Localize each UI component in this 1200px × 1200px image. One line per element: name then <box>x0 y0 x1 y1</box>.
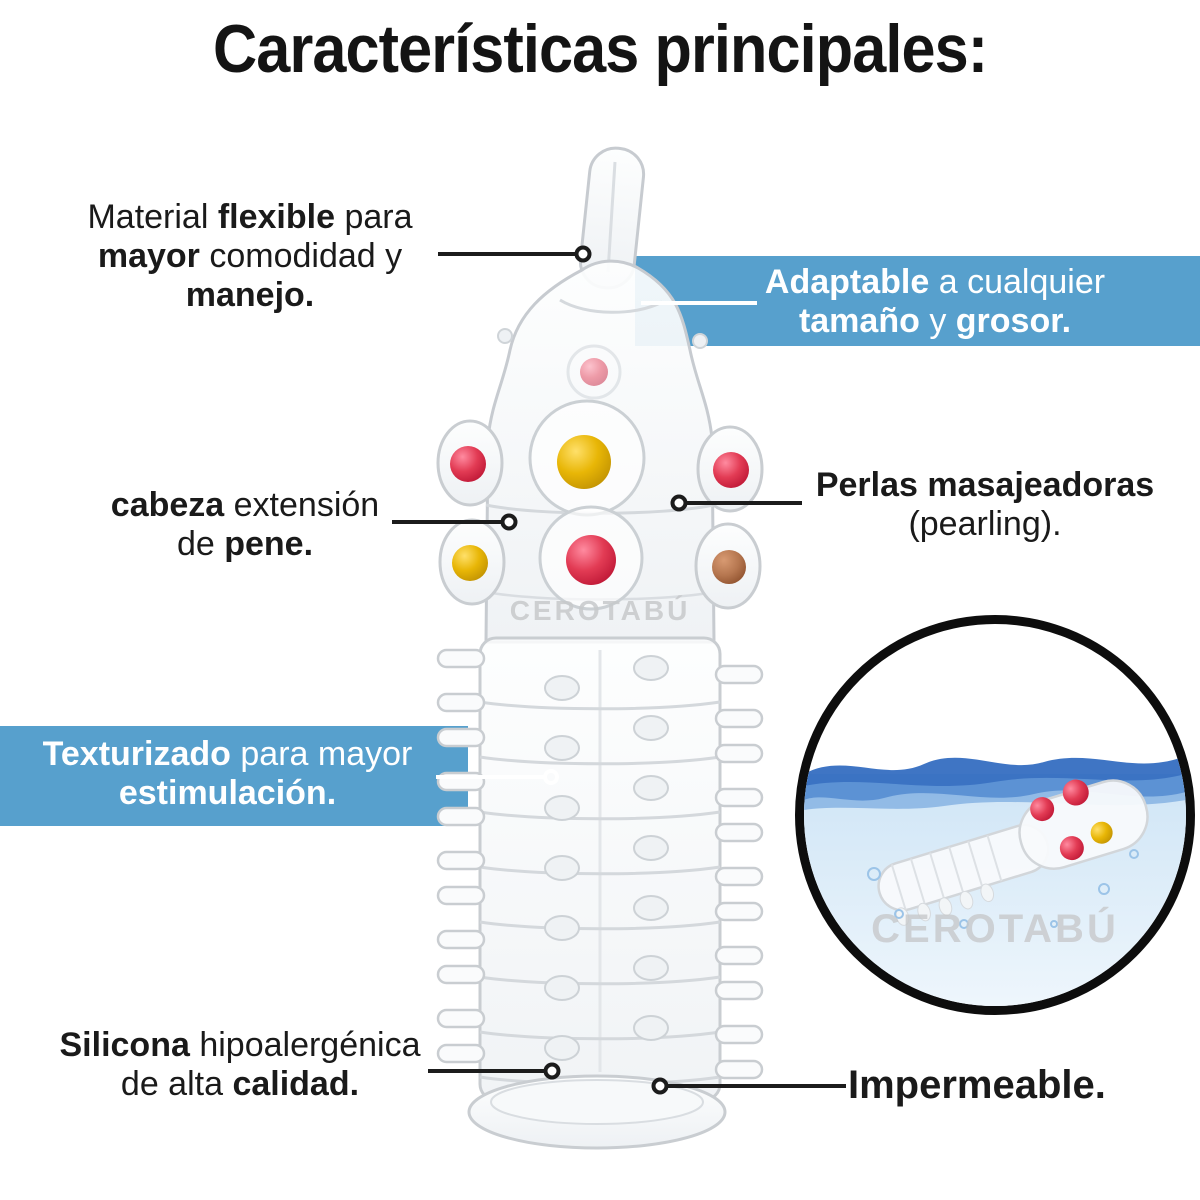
product-body: CEROTABÚ <box>436 595 764 1102</box>
spike-right <box>714 901 764 922</box>
connector-dot-cabeza <box>500 513 518 531</box>
body-rings <box>479 700 721 1086</box>
spike-left <box>436 648 486 669</box>
nub <box>544 735 580 761</box>
callout-line: Adaptable a cualquier <box>764 263 1106 301</box>
spike-left <box>436 885 486 906</box>
nub <box>633 775 669 801</box>
callout-line: tamaño y grosor. <box>798 302 1072 340</box>
bead-red-left <box>450 446 486 482</box>
bead-brown-right <box>712 550 746 584</box>
nub <box>633 655 669 681</box>
page-title: Características principales: <box>0 10 1200 88</box>
body-ring <box>479 700 721 711</box>
callout-line: (pearling). <box>908 505 1062 543</box>
inset-bead-yellow <box>1090 821 1113 844</box>
body-nubs <box>544 655 669 1061</box>
inset-watermark: CEROTABÚ <box>871 905 1119 951</box>
body-ring <box>479 1075 721 1086</box>
pearl-bumps <box>436 399 764 611</box>
callout-line: estimulación. <box>118 774 337 812</box>
bead-bubble-top <box>566 344 622 400</box>
connector-dot-material <box>574 245 592 263</box>
spike-right <box>714 866 764 887</box>
spike-left <box>436 850 486 871</box>
callout-line: de pene. <box>176 525 314 563</box>
inset-circle-waterproof: CEROTABÚ <box>795 615 1195 1015</box>
connector-dot-texturizado <box>543 769 559 785</box>
callout-line: Texturizado para mayor <box>42 735 413 773</box>
nub <box>633 715 669 741</box>
nub <box>544 675 580 701</box>
inset-bead-pink-2 <box>1062 779 1089 806</box>
callout-line: de alta calidad. <box>120 1065 360 1103</box>
spike-left <box>436 1043 486 1064</box>
nub <box>544 975 580 1001</box>
inset-product <box>877 779 1149 926</box>
product-base <box>467 1074 727 1150</box>
spike-right <box>714 787 764 808</box>
bead-red-center <box>566 535 616 585</box>
callout-line: cabeza extensión <box>110 486 380 524</box>
spike-left <box>436 1008 486 1029</box>
callout-line: Impermeable. <box>848 1063 1106 1107</box>
callout-line: Silicona hipoalergénica <box>59 1026 421 1064</box>
spike-right <box>714 1059 764 1080</box>
body-ring <box>479 810 721 821</box>
spike-right <box>714 664 764 685</box>
nub <box>544 795 580 821</box>
callout-perlas-text: Perlas masajeadoras(pearling). <box>785 466 1185 544</box>
callout-line: manejo. <box>185 276 315 314</box>
water-bubbles <box>867 849 1139 929</box>
nub <box>633 895 669 921</box>
bead-yellow-center <box>557 435 611 489</box>
spike-right <box>714 945 764 966</box>
spike-right <box>714 708 764 729</box>
inset-bead-pink-3 <box>1059 836 1084 861</box>
bead-yellow-left <box>452 545 488 581</box>
callout-line: Material flexible para <box>87 198 413 236</box>
body-ring <box>479 975 721 986</box>
connector-dot-impermeable <box>651 1077 669 1095</box>
nub <box>544 855 580 881</box>
body-ring <box>479 865 721 876</box>
spike-left <box>436 692 486 713</box>
nub <box>633 1015 669 1041</box>
bead-red-top-faint <box>580 358 608 386</box>
body-ring <box>479 1030 721 1041</box>
callout-line: Perlas masajeadoras <box>815 466 1155 504</box>
nub <box>633 835 669 861</box>
nub <box>633 955 669 981</box>
body-spikes <box>436 648 764 1080</box>
inset-water-scene: CEROTABÚ <box>804 756 1186 1006</box>
spike-right <box>714 980 764 1001</box>
body-ring <box>479 755 721 766</box>
nub <box>544 1035 580 1061</box>
spike-right <box>714 1024 764 1045</box>
callout-line: mayor comodidad y <box>97 237 403 275</box>
spike-left <box>436 929 486 950</box>
body-ring <box>479 920 721 931</box>
spike-right <box>714 822 764 843</box>
connector-dot-perlas <box>670 494 688 512</box>
product-watermark: CEROTABÚ <box>510 595 691 626</box>
spike-right <box>714 743 764 764</box>
connector-dot-silicona <box>543 1062 561 1080</box>
bead-red-right <box>713 452 749 488</box>
callout-impermeable-text: Impermeable. <box>848 1062 1168 1108</box>
banner-texturizado <box>0 726 468 826</box>
spike-left <box>436 964 486 985</box>
page-title-text: Características principales: <box>212 11 988 87</box>
inset-bead-pink-1 <box>1030 797 1055 822</box>
nub <box>544 915 580 941</box>
